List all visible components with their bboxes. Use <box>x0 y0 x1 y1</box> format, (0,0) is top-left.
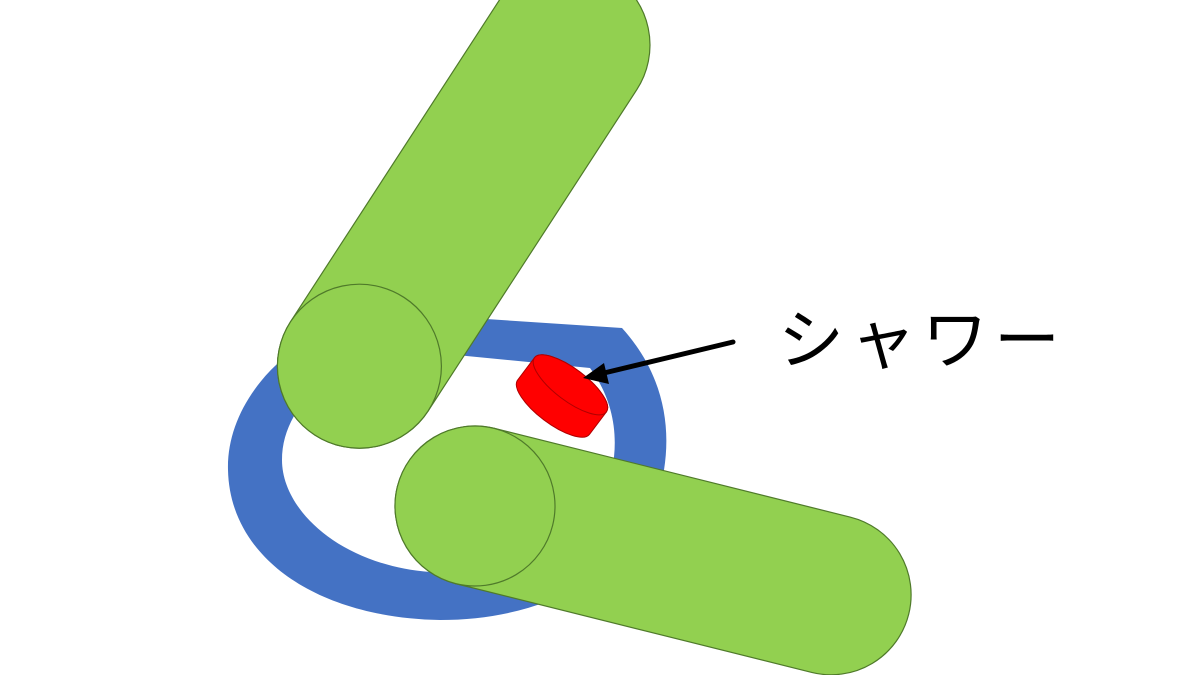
arrow-head <box>583 363 609 384</box>
shower-label: シャワー <box>778 302 1066 379</box>
arrow-shaft <box>601 339 736 376</box>
shower-head-top <box>532 354 609 416</box>
ring-holder <box>227 312 667 620</box>
upper-cylinder <box>276 0 651 449</box>
shower-head <box>515 354 609 438</box>
arrow-icon <box>583 339 736 384</box>
lower-cylinder-end-cap <box>394 425 556 587</box>
lower-cylinder <box>394 425 912 675</box>
ring-shape <box>227 312 667 620</box>
upper-cylinder-end-cap <box>276 283 443 449</box>
